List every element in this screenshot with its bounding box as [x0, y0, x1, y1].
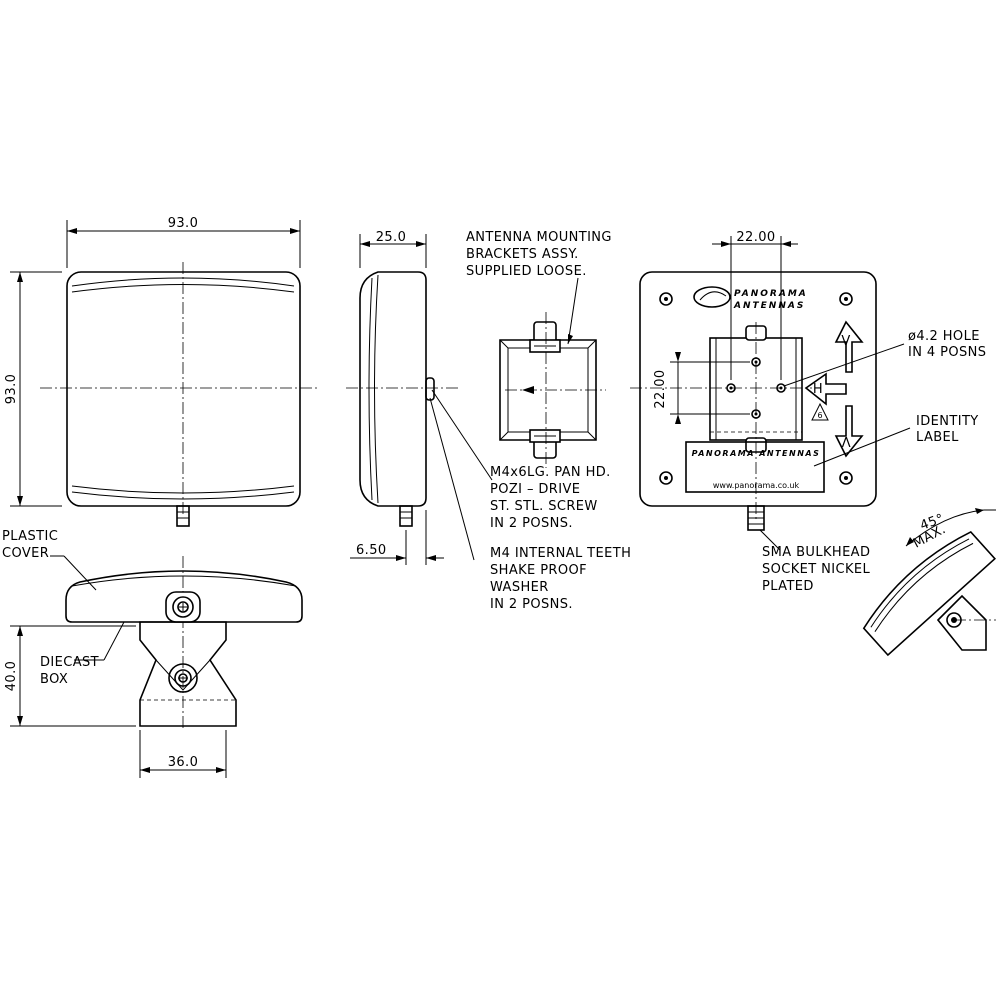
plastic-cover-top [65, 570, 303, 623]
washer-leader [429, 397, 475, 561]
identity-note-line1: IDENTITY [916, 414, 979, 429]
cover-leader [63, 555, 97, 591]
front-height-dim: 93.0 [4, 374, 19, 405]
side-mount-boss [425, 377, 435, 401]
plastic-cover-label-line1: PLASTIC [2, 529, 58, 544]
pol-v-label-bottom: V [841, 433, 850, 448]
mounting-note-line1: ANTENNA MOUNTING [466, 230, 612, 245]
hole-spacing-v-dim: 22.00 [653, 369, 668, 408]
tilted-bracket [936, 594, 987, 651]
tilt-angle-arc [905, 509, 985, 547]
logo-line2: ANTENNAS [733, 301, 805, 311]
warning-triangle-icon [811, 402, 829, 421]
front-view: 93.0 93.0 [4, 216, 318, 527]
pol-v-label: V [841, 334, 850, 349]
bracket-assembly-view: 40.0 36.0 [4, 555, 303, 778]
washer-note-line3: WASHER [490, 580, 549, 595]
washer-note-line1: M4 INTERNAL TEETH [490, 546, 631, 561]
screw-note-line1: M4x6LG. PAN HD. [490, 465, 611, 480]
corner-screw-icon [659, 292, 853, 485]
mounting-note-line3: SUPPLIED LOOSE. [466, 264, 587, 279]
bracket-width-dim: 36.0 [168, 755, 199, 770]
washer-note-line4: IN 2 POSNS. [490, 597, 573, 612]
hole-note-line1: ø4.2 HOLE [908, 329, 980, 344]
sma-note-line1: SMA BULKHEAD [762, 545, 870, 560]
connector-length-dim: 6.50 [356, 543, 387, 558]
screw-leader [431, 389, 493, 481]
sma-note-line2: SOCKET NICKEL [762, 562, 871, 577]
screw-note-line2: POZI – DRIVE [490, 482, 580, 497]
screw-note-line4: IN 2 POSNS. [490, 516, 573, 531]
sma-leader [759, 529, 781, 551]
washer-note-line2: SHAKE PROOF [490, 563, 587, 578]
diecast-leader [103, 621, 125, 661]
identity-label-plate [685, 441, 825, 493]
screw-note-line3: ST. STL. SCREW [490, 499, 598, 514]
diecast-label-line2: BOX [40, 672, 68, 687]
diecast-box [139, 621, 237, 727]
pivot-screw-icon [168, 663, 198, 693]
side-view: 25.0 6.50 [346, 230, 493, 565]
side-housing [359, 271, 427, 507]
sma-note-line3: PLATED [762, 579, 814, 594]
bracket-detail [499, 277, 606, 468]
hole-leader [783, 343, 905, 387]
vertical-pol-arrow-up-icon [834, 320, 864, 373]
rear-view: PANORAMA ANTENNAS 22.00 22.00 [630, 230, 911, 551]
pol-warn-label: 6 [817, 411, 822, 420]
bracket-leader [567, 277, 579, 345]
identity-leader [813, 427, 911, 467]
label-url: www.panorama.co.uk [713, 481, 800, 490]
logo-line1: PANORAMA [734, 289, 808, 299]
front-housing [66, 271, 301, 507]
diecast-label-line1: DIECAST [40, 655, 99, 670]
label-brand: PANORAMA ANTENNAS [692, 449, 821, 458]
cover-screw-icon [172, 596, 194, 618]
hole-note-line2: IN 4 POSNS [908, 345, 986, 360]
plastic-cover-label-line2: COVER [2, 546, 49, 561]
pol-h-label: H [813, 382, 823, 397]
annotations: ANTENNA MOUNTING BRACKETS ASSY. SUPPLIED… [2, 230, 986, 687]
mounting-note-line2: BRACKETS ASSY. [466, 247, 579, 262]
bracket-height-dim: 40.0 [4, 661, 19, 692]
hole-spacing-h-dim: 22.00 [736, 230, 775, 245]
horizontal-pol-arrow-icon [804, 372, 847, 406]
bracket-screw-top [533, 321, 557, 343]
side-connector [399, 505, 413, 527]
panorama-logo-icon [693, 286, 731, 308]
vertical-pol-arrow-down-icon [834, 405, 864, 458]
front-connector [176, 505, 190, 527]
side-depth-dim: 25.0 [376, 230, 407, 245]
identity-note-line2: LABEL [916, 430, 959, 445]
front-width-dim: 93.0 [168, 216, 199, 231]
tilted-view: 45° MAX. [862, 508, 996, 657]
